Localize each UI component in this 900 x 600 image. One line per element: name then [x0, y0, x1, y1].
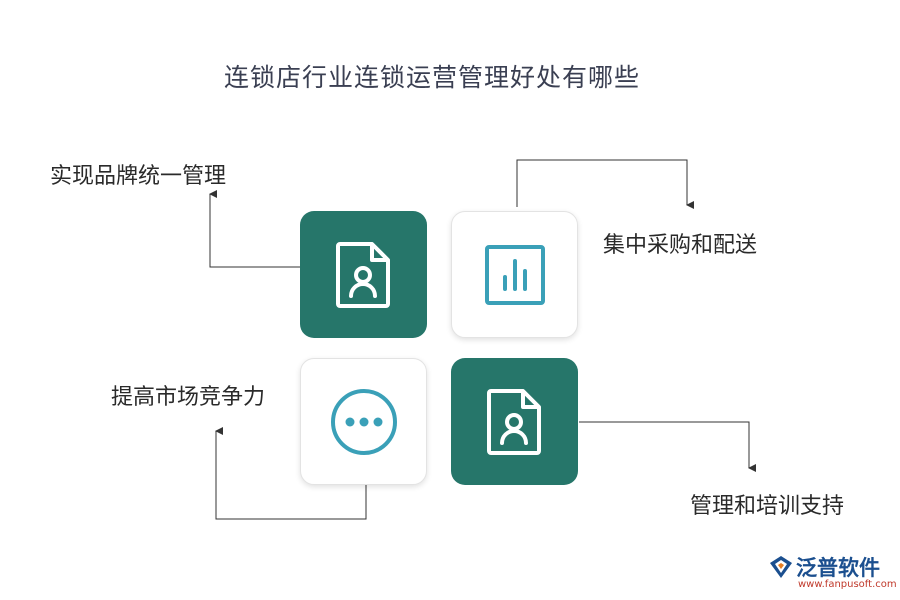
item-label-2: 集中采购和配送	[603, 233, 758, 258]
item-label-1: 实现品牌统一管理	[50, 164, 227, 189]
connector-2	[516, 159, 694, 209]
item-label-3: 提高市场竞争力	[111, 385, 266, 410]
tile-market-competitiveness	[300, 358, 427, 485]
connector-1	[209, 190, 300, 268]
logo-brand-text: 泛普软件	[796, 556, 880, 580]
document-user-icon	[335, 241, 390, 308]
connector-3	[215, 427, 367, 520]
connector-4	[579, 421, 756, 472]
brand-logo: 泛普软件 www.fanpusoft.com	[768, 552, 897, 596]
fanpu-logo-icon	[770, 556, 792, 578]
tile-central-purchasing	[451, 211, 578, 338]
bar-chart-icon	[484, 244, 545, 305]
page-title: 连锁店行业连锁运营管理好处有哪些	[223, 63, 640, 92]
more-dots-icon	[330, 388, 397, 455]
document-user-icon	[486, 388, 541, 455]
tile-management-training	[451, 358, 578, 485]
tile-brand-management	[300, 211, 427, 338]
item-label-4: 管理和培训支持	[690, 494, 845, 519]
logo-url-text: www.fanpusoft.com	[798, 579, 897, 590]
